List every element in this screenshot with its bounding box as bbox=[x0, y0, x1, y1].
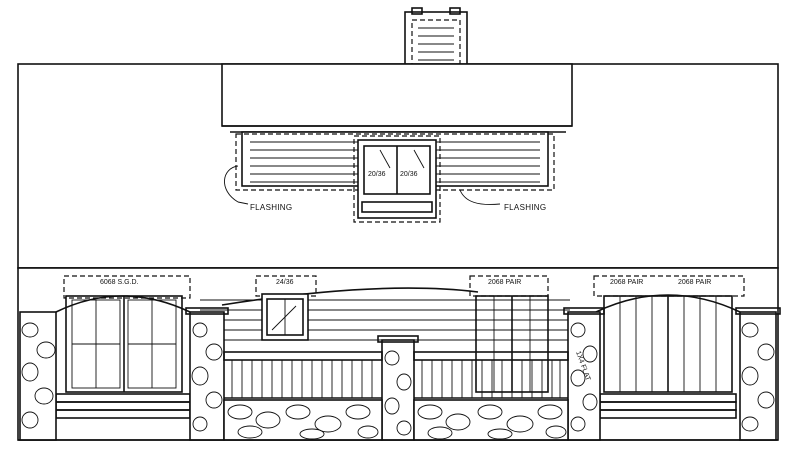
opening-label-4: 2068 PAIR bbox=[610, 279, 643, 286]
flashing-label-right: FLASHING bbox=[504, 203, 546, 212]
small-window bbox=[261, 293, 309, 341]
stone-piers bbox=[19, 307, 781, 441]
opening-label-5: 2068 PAIR bbox=[678, 279, 711, 286]
opening-label-3: 2068 PAIR bbox=[488, 279, 521, 286]
dormer-windows: 20/36 20/36 bbox=[353, 135, 441, 223]
door-pairs-right bbox=[595, 294, 741, 419]
stone-foundation bbox=[223, 399, 569, 441]
porch-railing-right bbox=[413, 351, 569, 399]
flashing-callouts: FLASHING FLASHING bbox=[224, 165, 546, 212]
opening-headers: 6068 S.G.D. 24/36 2068 PAIR 2068 PAIR 20… bbox=[63, 275, 745, 299]
opening-label-2: 24/36 bbox=[276, 279, 294, 286]
flashing-label-left: FLASHING bbox=[250, 203, 292, 212]
opening-label-1: 6068 S.G.D. bbox=[100, 279, 139, 286]
dormer-window-label-2: 20/36 bbox=[400, 171, 418, 178]
dormer-window-label-1: 20/36 bbox=[368, 171, 386, 178]
porch-railing-left bbox=[223, 351, 383, 399]
